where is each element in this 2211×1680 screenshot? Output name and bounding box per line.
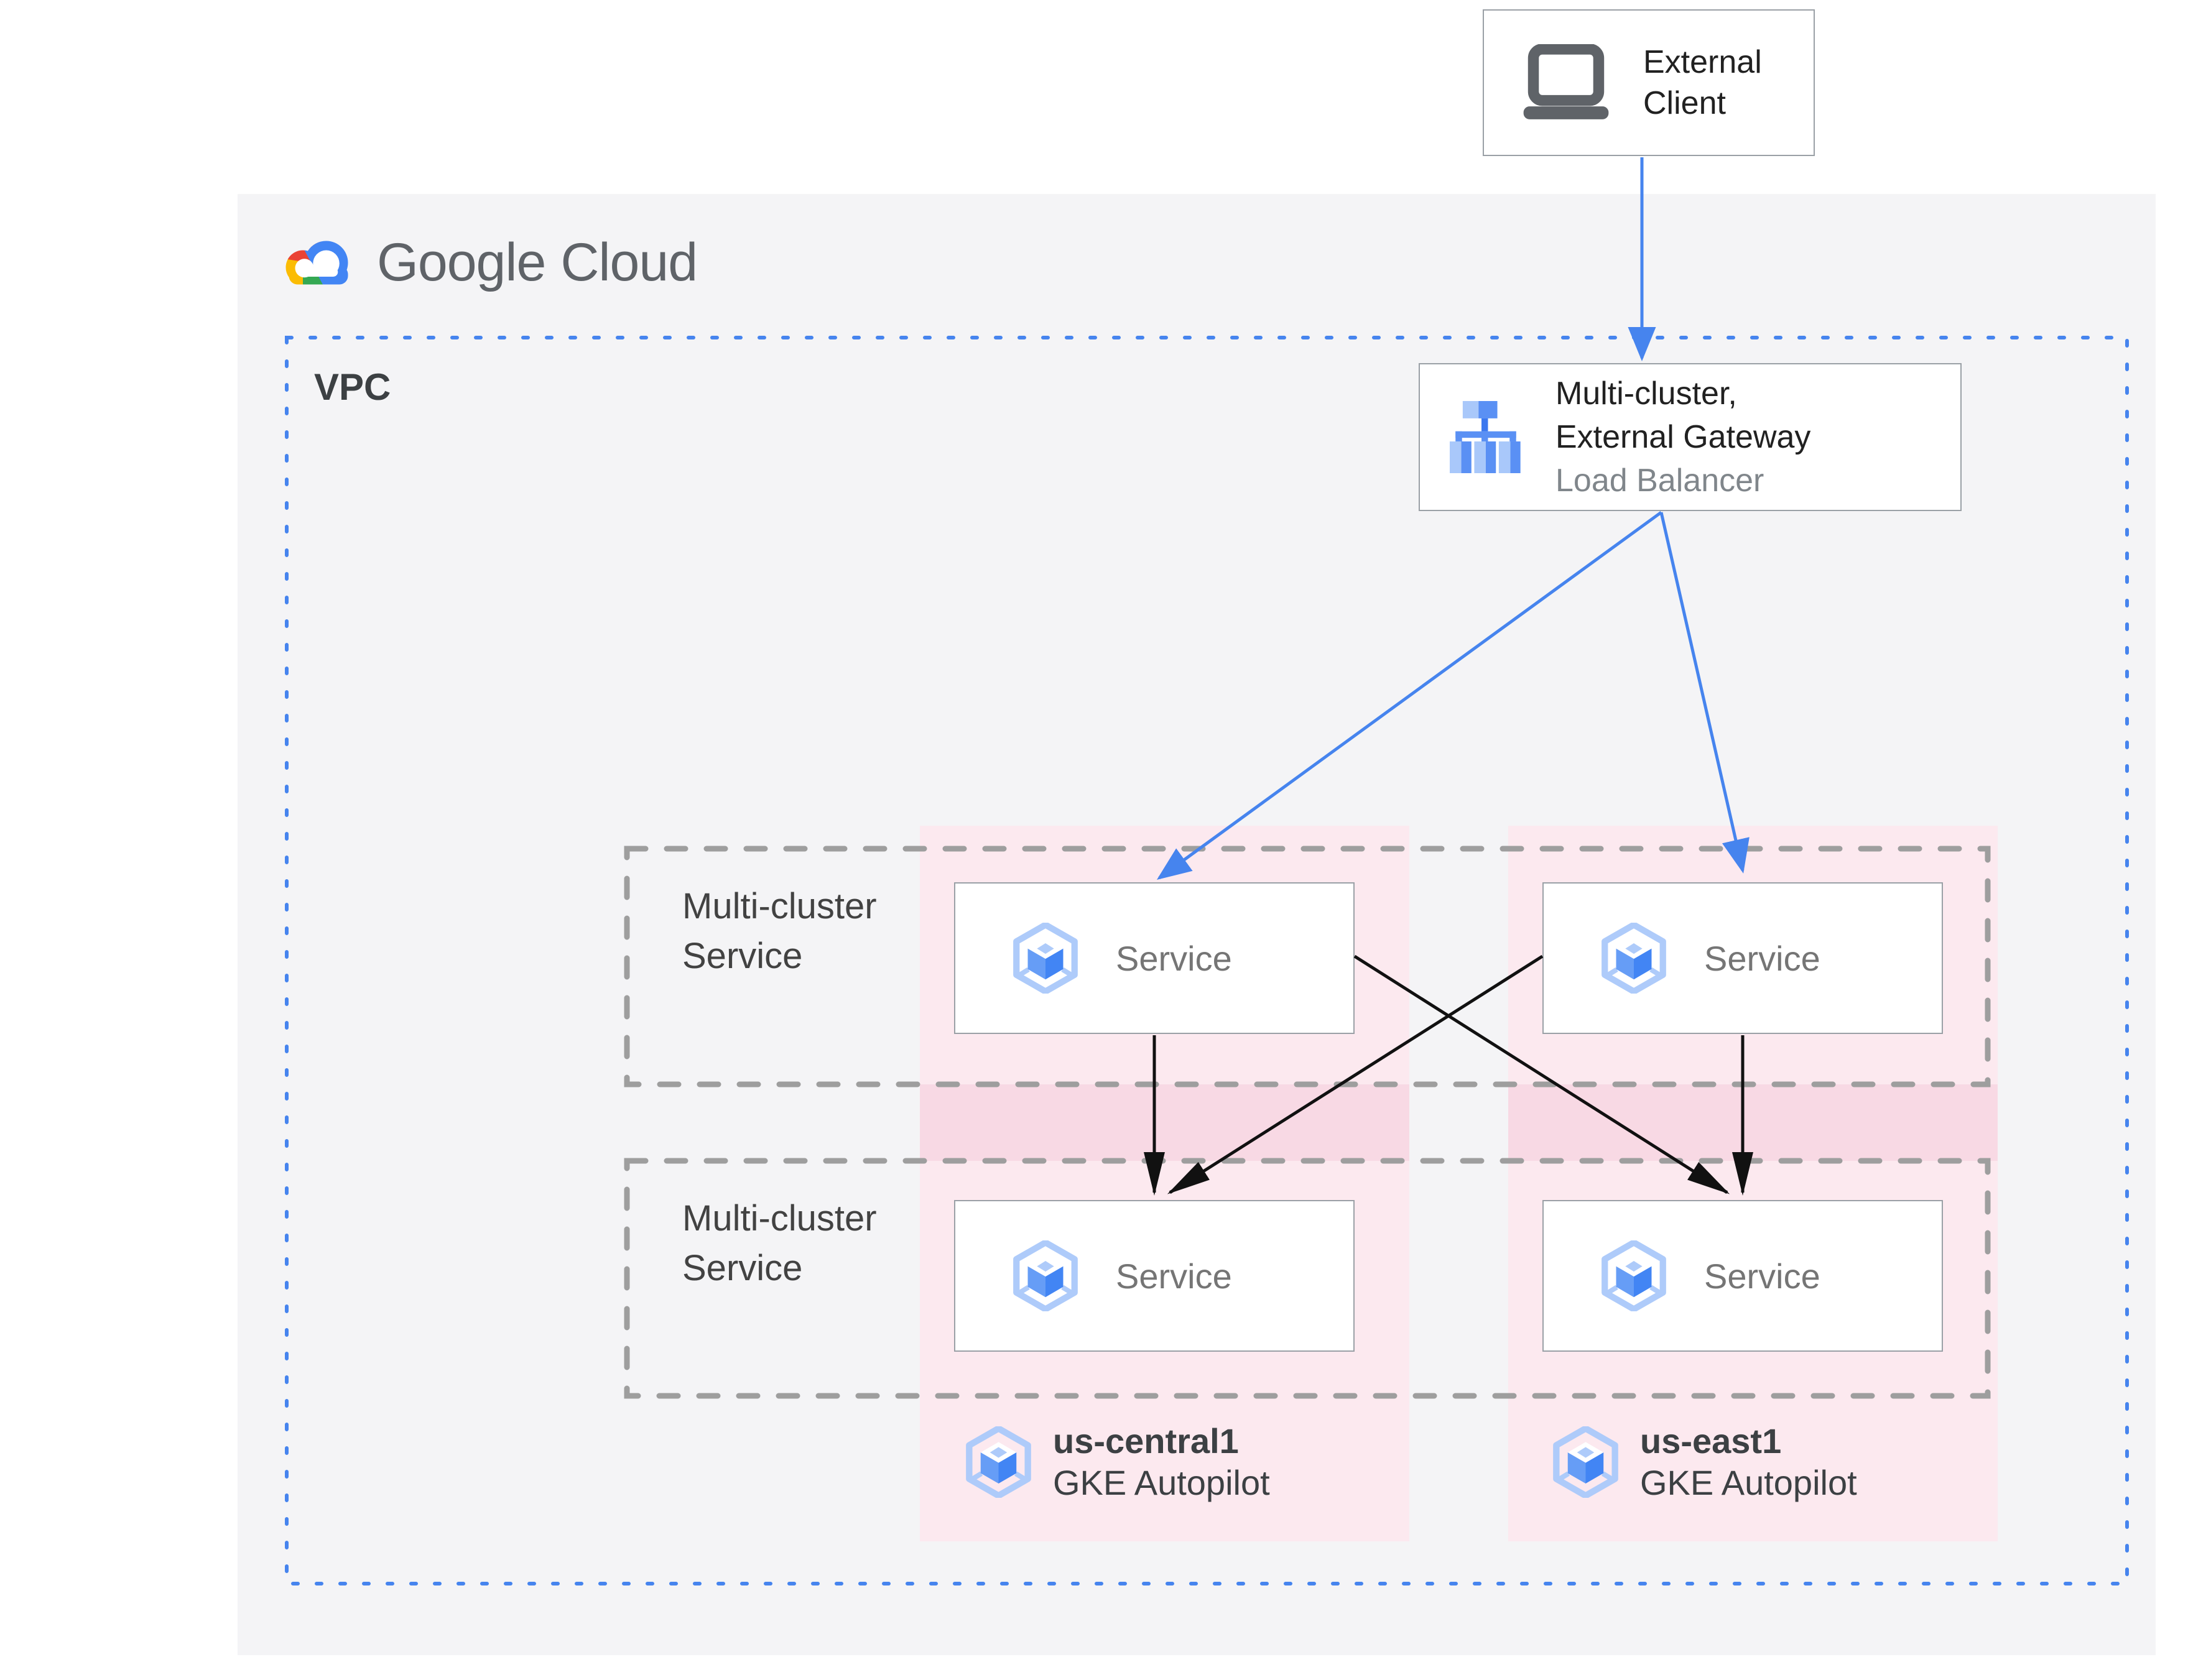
laptop-icon: [1523, 44, 1609, 119]
vpc-label: VPC: [314, 366, 391, 408]
region-column-band: [920, 1084, 1409, 1161]
gke-cluster-icon: [963, 1426, 1034, 1498]
brand-wordmark: Google Cloud: [377, 232, 698, 293]
gke-service-icon: [1010, 1240, 1081, 1311]
region-text: us-east1 GKE Autopilot: [1640, 1420, 1857, 1503]
row1-label-line2: Service: [682, 936, 803, 976]
gke-cluster-icon: [1550, 1426, 1621, 1498]
service-box-us-central1-row2: Service: [954, 1200, 1355, 1352]
region-platform: GKE Autopilot: [1053, 1463, 1270, 1502]
service-box-us-east1-row1: Service: [1542, 882, 1943, 1034]
row1-label-line1: Multi-cluster: [682, 886, 877, 926]
brand-cloud: Cloud: [560, 232, 698, 292]
region-label-us-east1: us-east1 GKE Autopilot: [1550, 1420, 1857, 1503]
service-label: Service: [1116, 938, 1232, 978]
region-label-us-central1: us-central1 GKE Autopilot: [963, 1420, 1270, 1503]
service-box-us-central1-row1: Service: [954, 882, 1355, 1034]
region-column-band: [1508, 1084, 1998, 1161]
lb-line3: Load Balancer: [1555, 463, 1764, 499]
service-box-us-east1-row2: Service: [1542, 1200, 1943, 1352]
google-cloud-logo: [285, 241, 348, 284]
load-balancer-box: Multi-cluster, External Gateway Load Bal…: [1419, 363, 1962, 511]
row2-label-line2: Service: [682, 1248, 803, 1288]
brand-google: Google: [377, 232, 546, 292]
service-label: Service: [1116, 1256, 1232, 1296]
google-cloud-brand: Google Cloud: [278, 225, 698, 300]
gke-service-icon: [1010, 923, 1081, 994]
gke-service-icon: [1598, 1240, 1669, 1311]
external-client-box: External Client: [1483, 9, 1815, 156]
row2-label-line1: Multi-cluster: [682, 1198, 877, 1239]
service-label: Service: [1704, 938, 1820, 978]
region-name: us-east1: [1640, 1421, 1782, 1461]
region-platform: GKE Autopilot: [1640, 1463, 1857, 1502]
multi-cluster-service-row1-label: Multi-cluster Service: [682, 882, 877, 981]
external-client-line2: Client: [1643, 85, 1726, 121]
service-label: Service: [1704, 1256, 1820, 1296]
external-client-label: External Client: [1643, 42, 1762, 124]
region-name: us-central1: [1053, 1421, 1239, 1461]
load-balancer-label: Multi-cluster, External Gateway Load Bal…: [1555, 372, 1810, 502]
lb-line1: Multi-cluster,: [1555, 376, 1737, 412]
multi-cluster-service-row2-label: Multi-cluster Service: [682, 1194, 877, 1293]
external-client-line1: External: [1643, 44, 1762, 80]
lb-line2: External Gateway: [1555, 419, 1811, 455]
gke-service-icon: [1598, 923, 1669, 994]
region-text: us-central1 GKE Autopilot: [1053, 1420, 1270, 1503]
load-balancer-icon: [1450, 401, 1521, 473]
